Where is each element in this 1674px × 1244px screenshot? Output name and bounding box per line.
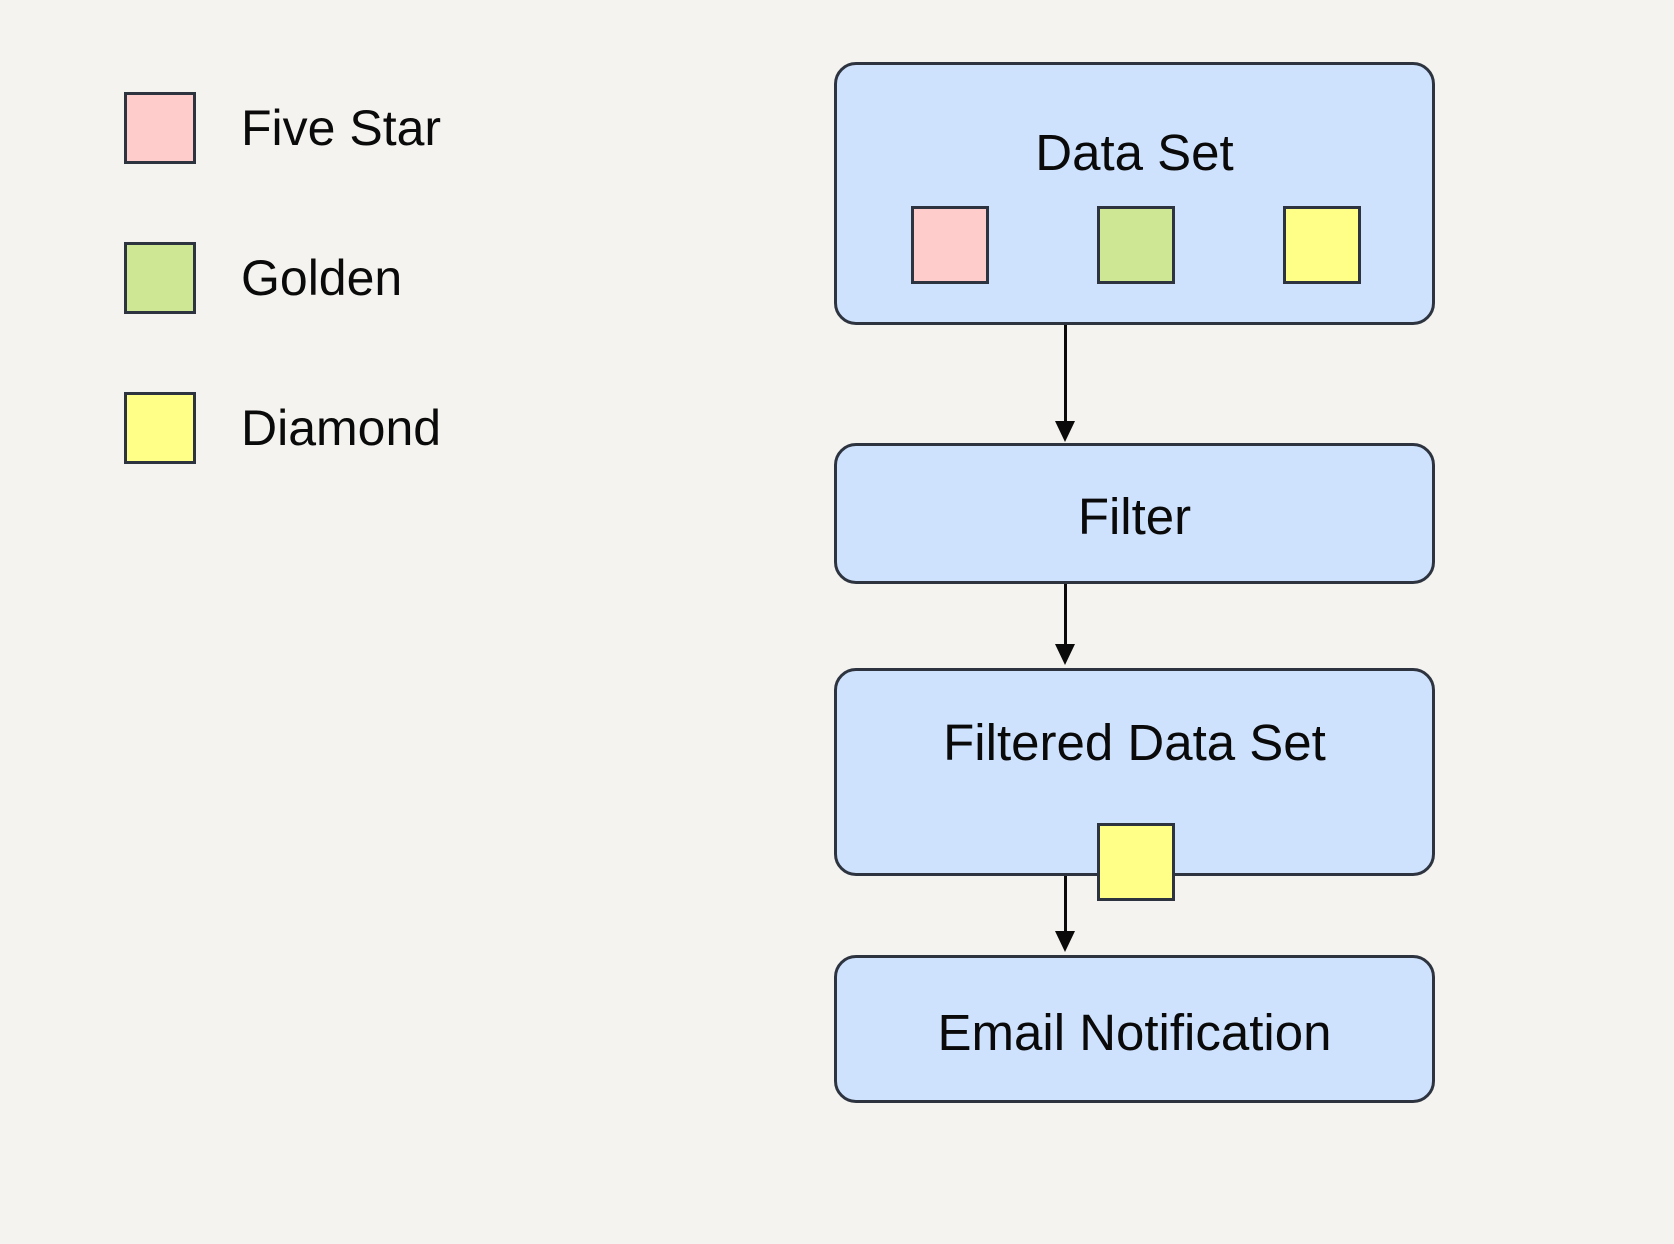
node-filter[interactable]: Filter — [834, 443, 1435, 584]
golden-swatch — [124, 242, 196, 314]
data-set-chip-golden — [1097, 206, 1175, 284]
legend-label-diamond: Diamond — [241, 400, 442, 456]
filtered-data-set-chip-diamond — [1097, 823, 1175, 901]
node-data-set-title: Data Set — [1035, 124, 1234, 181]
edge-shaft — [1064, 876, 1067, 933]
arrowhead-icon — [1055, 421, 1075, 442]
arrowhead-icon — [1055, 931, 1075, 952]
node-email-notification[interactable]: Email Notification — [834, 955, 1435, 1103]
diamond-swatch — [124, 392, 196, 464]
node-email-notification-title: Email Notification — [937, 1004, 1332, 1061]
arrowhead-icon — [1055, 644, 1075, 665]
legend-item-diamond: Diamond — [124, 388, 441, 468]
edge-shaft — [1064, 584, 1067, 646]
data-set-chip-diamond — [1283, 206, 1361, 284]
legend-item-golden: Golden — [124, 238, 402, 318]
legend-item-five-star: Five Star — [124, 88, 441, 168]
edge-shaft — [1064, 325, 1067, 423]
legend-label-five-star: Five Star — [241, 100, 442, 156]
node-data-set[interactable]: Data Set — [834, 62, 1435, 325]
five-star-swatch — [124, 92, 196, 164]
node-filter-title: Filter — [1077, 488, 1192, 545]
node-filtered-data-set[interactable]: Filtered Data Set — [834, 668, 1435, 901]
data-set-chip-five-star — [911, 206, 989, 284]
node-filtered-data-set-title: Filtered Data Set — [943, 714, 1326, 771]
legend-label-golden: Golden — [241, 250, 403, 306]
